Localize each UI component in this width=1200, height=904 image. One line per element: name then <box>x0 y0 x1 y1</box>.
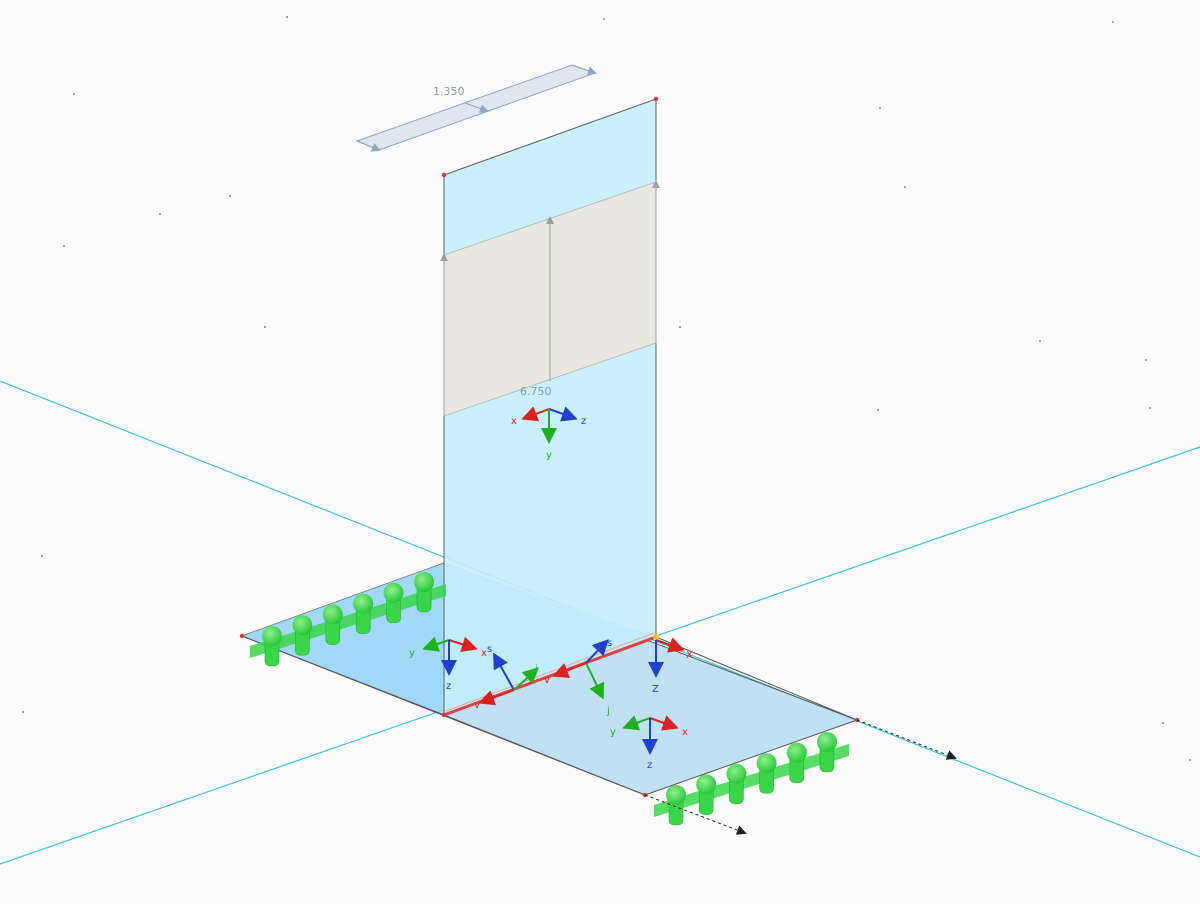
axis-label-x: x <box>481 648 487 659</box>
grid-dot <box>1149 407 1151 409</box>
node-selected[interactable] <box>653 634 659 640</box>
grid-dot <box>1039 340 1041 342</box>
support-hinge <box>756 753 777 774</box>
line-support-right[interactable] <box>654 732 849 826</box>
load-value-wall: 6.750 <box>520 385 552 398</box>
grid-dot <box>1189 759 1191 761</box>
support-hinge <box>353 593 374 614</box>
line-local-axes-left: s j v <box>474 644 539 711</box>
axis-label-s: s <box>487 644 492 655</box>
axis-label-global-z: Z <box>652 684 659 695</box>
grid-dot <box>1162 722 1164 724</box>
axis-label-z: z <box>581 416 586 427</box>
axis-label-y: y <box>546 450 552 461</box>
wall-surface[interactable]: 6.750 <box>440 98 660 716</box>
node[interactable] <box>239 633 245 639</box>
global-axes: X Z <box>648 637 693 695</box>
axis-label-z: z <box>647 760 652 771</box>
support-hinge <box>817 732 837 752</box>
right-plate-local-axes: y x z <box>610 715 688 771</box>
wall-panel[interactable] <box>443 98 657 716</box>
grid-dot <box>159 213 161 215</box>
grid-dot <box>1145 359 1147 361</box>
grid-dot <box>877 409 879 411</box>
global-axis-arrow <box>856 719 957 760</box>
axis-label-v: v <box>544 675 550 686</box>
grid-dot <box>879 107 881 109</box>
support-hinge <box>414 572 434 592</box>
load-arrow <box>356 140 381 152</box>
support-hinge <box>262 626 282 646</box>
axis-label-x: x <box>682 727 688 738</box>
support-hinge <box>292 615 313 636</box>
axis-label-global-x: X <box>686 650 693 661</box>
support-hinge <box>726 763 747 784</box>
node[interactable] <box>653 96 659 102</box>
grid-dot <box>679 326 681 328</box>
node[interactable] <box>441 712 447 718</box>
grid-dot <box>63 245 65 247</box>
axis-label-s: s <box>607 638 612 649</box>
axis-label-v: v <box>474 700 480 711</box>
axis-label-y: y <box>610 727 616 738</box>
axis-label-y: y <box>409 648 415 659</box>
grid-dot <box>73 93 75 95</box>
support-hinge <box>786 742 807 763</box>
node[interactable] <box>441 172 447 178</box>
grid-dot <box>286 16 288 18</box>
load-arrow <box>571 64 597 75</box>
grid-dot <box>229 195 231 197</box>
line-local-axes-right: s j v <box>544 638 612 717</box>
load-arrow <box>464 102 489 113</box>
load-value-top: 1.350 <box>433 85 465 98</box>
axis-label-j: j <box>534 664 538 675</box>
support-hinge <box>322 604 343 625</box>
line-support-left[interactable] <box>250 572 446 667</box>
support-hinge <box>666 785 686 805</box>
axis-label-z: z <box>446 681 451 692</box>
grid-dot <box>603 18 605 20</box>
grid-dot <box>22 711 24 713</box>
axis-label-x: x <box>511 416 517 427</box>
grid-dot <box>41 555 43 557</box>
grid-dots <box>22 16 1191 761</box>
wall-local-axes: x z y <box>511 406 586 461</box>
line-load-top[interactable]: 1.350 <box>355 64 597 152</box>
axis-label-j: j <box>606 706 610 717</box>
grid-dot <box>1112 21 1114 23</box>
support-hinge <box>696 774 717 795</box>
support-hinge <box>383 582 404 603</box>
grid-dot <box>904 186 906 188</box>
left-plate-local-axes: y x z <box>409 636 487 692</box>
grid-dot <box>264 326 266 328</box>
